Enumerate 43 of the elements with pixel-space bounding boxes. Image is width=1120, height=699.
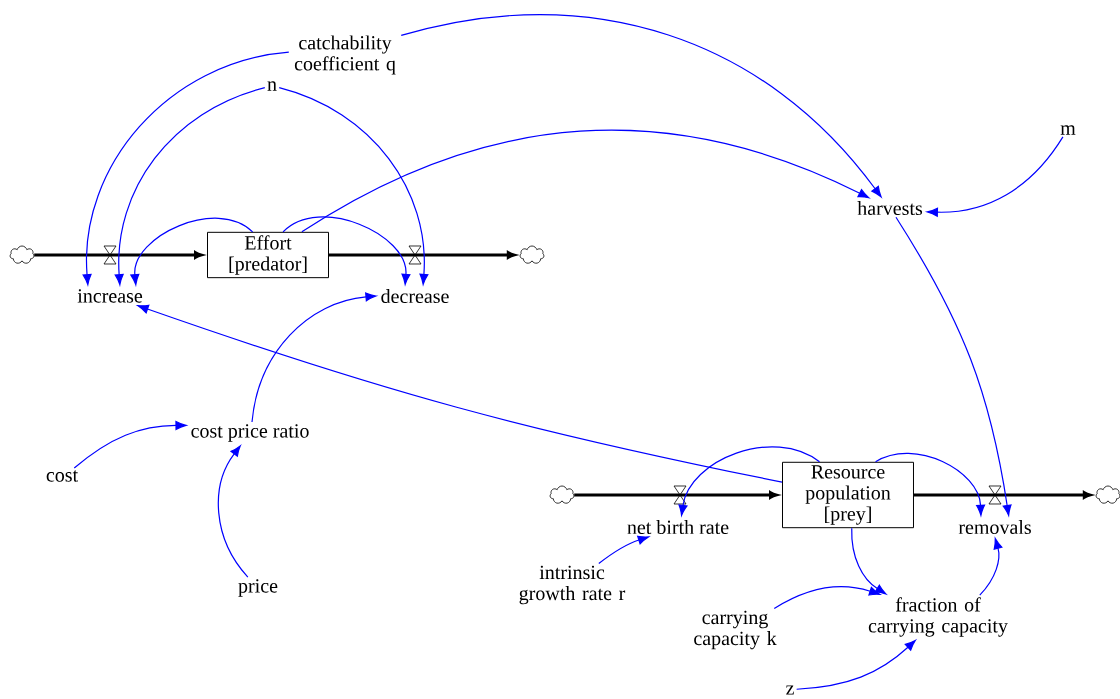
cloud-symbol — [1095, 485, 1120, 504]
link-arrow — [278, 87, 429, 285]
cloud-symbol — [549, 485, 575, 504]
link-arrow — [598, 535, 649, 565]
flow-pipe — [574, 491, 779, 499]
link-arrow — [114, 87, 266, 286]
cloud-symbol — [519, 245, 545, 264]
stock-box: Effort [predator] — [207, 231, 329, 279]
variable-label: harvests — [857, 200, 923, 216]
link-arrow — [251, 292, 377, 423]
link-arrow — [895, 216, 1012, 516]
link-arrow — [773, 586, 881, 610]
variable-label: z — [786, 685, 794, 695]
variable-label: carrying capacity k — [694, 610, 777, 650]
variable-label: cost price ratio — [191, 424, 309, 442]
link-arrow — [282, 216, 411, 285]
variable-label: increase — [77, 289, 143, 303]
link-arrow — [678, 446, 821, 516]
link-arrow — [400, 14, 882, 198]
variable-label: n — [267, 81, 277, 91]
variable-label: cost — [46, 470, 78, 482]
link-arrow — [73, 420, 187, 469]
variable-label: fraction of carrying capacity — [868, 597, 1008, 637]
variable-label: net birth rate — [627, 519, 729, 534]
variable-label: intrinsic growth rate r — [519, 565, 626, 605]
variable-label: m — [1060, 125, 1076, 135]
link-arrow — [979, 537, 1003, 596]
variable-label: removals — [958, 519, 1031, 534]
link-arrow — [130, 217, 254, 286]
link-arrow — [874, 452, 986, 516]
variable-label: decrease — [381, 288, 449, 304]
variable-label: price — [238, 579, 278, 597]
link-arrow — [82, 51, 290, 286]
flow-pipe — [34, 251, 204, 259]
link-arrow — [926, 136, 1064, 217]
stock-box: Resource population [prey] — [782, 461, 914, 529]
link-arrow — [796, 639, 916, 690]
link-arrow — [217, 445, 249, 578]
cloud-symbol — [9, 245, 35, 264]
link-arrow — [851, 527, 887, 595]
link-arrow — [301, 129, 870, 233]
variable-label: catchability coefficient q — [294, 35, 396, 75]
link-arrow — [137, 304, 783, 483]
